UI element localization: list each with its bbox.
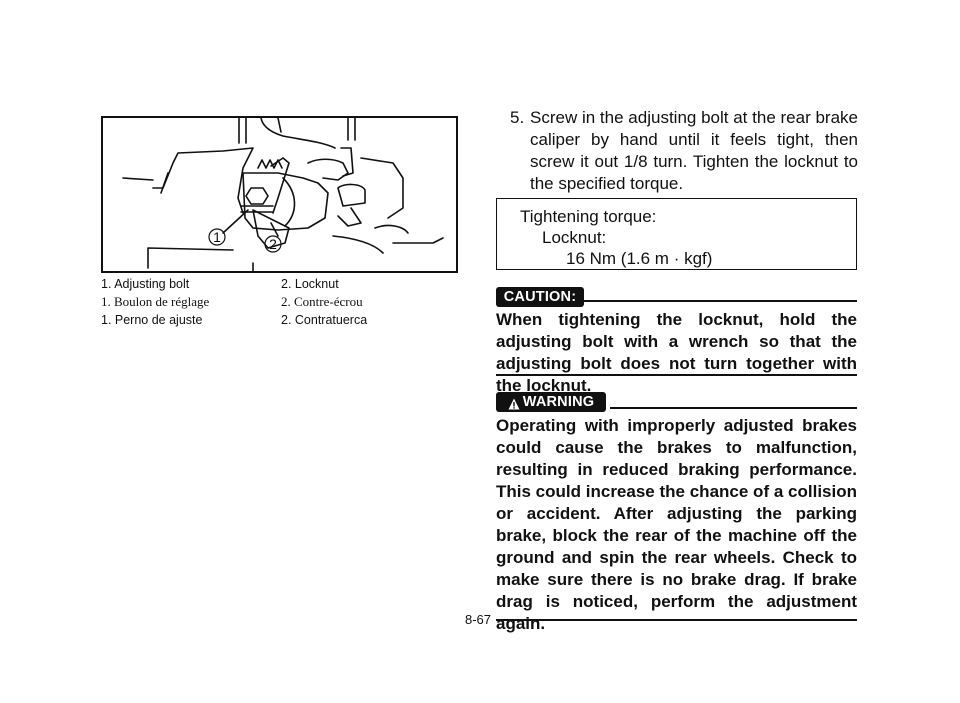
warning-badge: WARNING — [496, 392, 606, 412]
torque-item: Locknut: — [542, 228, 607, 247]
warning-top-rule — [610, 407, 857, 409]
step-number: 5. — [510, 108, 525, 127]
caption-fr-2: 2. Contre-écrou — [281, 294, 363, 309]
warning-text: Operating with improperly adjusted brake… — [496, 416, 857, 633]
caution-label: CAUTION: — [496, 287, 584, 307]
warning-bottom-rule — [496, 619, 857, 621]
caution-text: When tightening the locknut, hold the ad… — [496, 310, 857, 395]
caution-top-rule — [579, 300, 857, 302]
torque-heading: Tightening torque: — [520, 207, 657, 226]
warning-label: WARNING — [522, 394, 595, 410]
caption-fr-1: 1. Boulon de réglage — [101, 294, 210, 309]
warning-triangle-icon — [508, 396, 520, 410]
page-number: 8-67 — [465, 612, 492, 627]
step-5: 5. Screw in the adjusting bolt at the re… — [496, 107, 858, 195]
torque-value: 16 Nm (1.6 m · kgf) — [566, 249, 713, 268]
caption-en-2: 2. Locknut — [281, 277, 339, 291]
callout-1-label: 1 — [213, 229, 221, 245]
caption-es-2: 2. Contratuerca — [281, 313, 368, 327]
step-text: Screw in the adjusting bolt at the rear … — [530, 108, 858, 193]
brake-caliper-illustration: 1 2 — [101, 116, 458, 273]
caution-bottom-rule — [496, 374, 857, 376]
caption-es-1: 1. Perno de ajuste — [101, 313, 203, 327]
torque-spec-box: Tightening torque: Locknut: 16 Nm (1.6 m… — [496, 198, 857, 270]
caption-en-1: 1. Adjusting bolt — [101, 277, 190, 291]
callout-2-label: 2 — [269, 236, 277, 252]
